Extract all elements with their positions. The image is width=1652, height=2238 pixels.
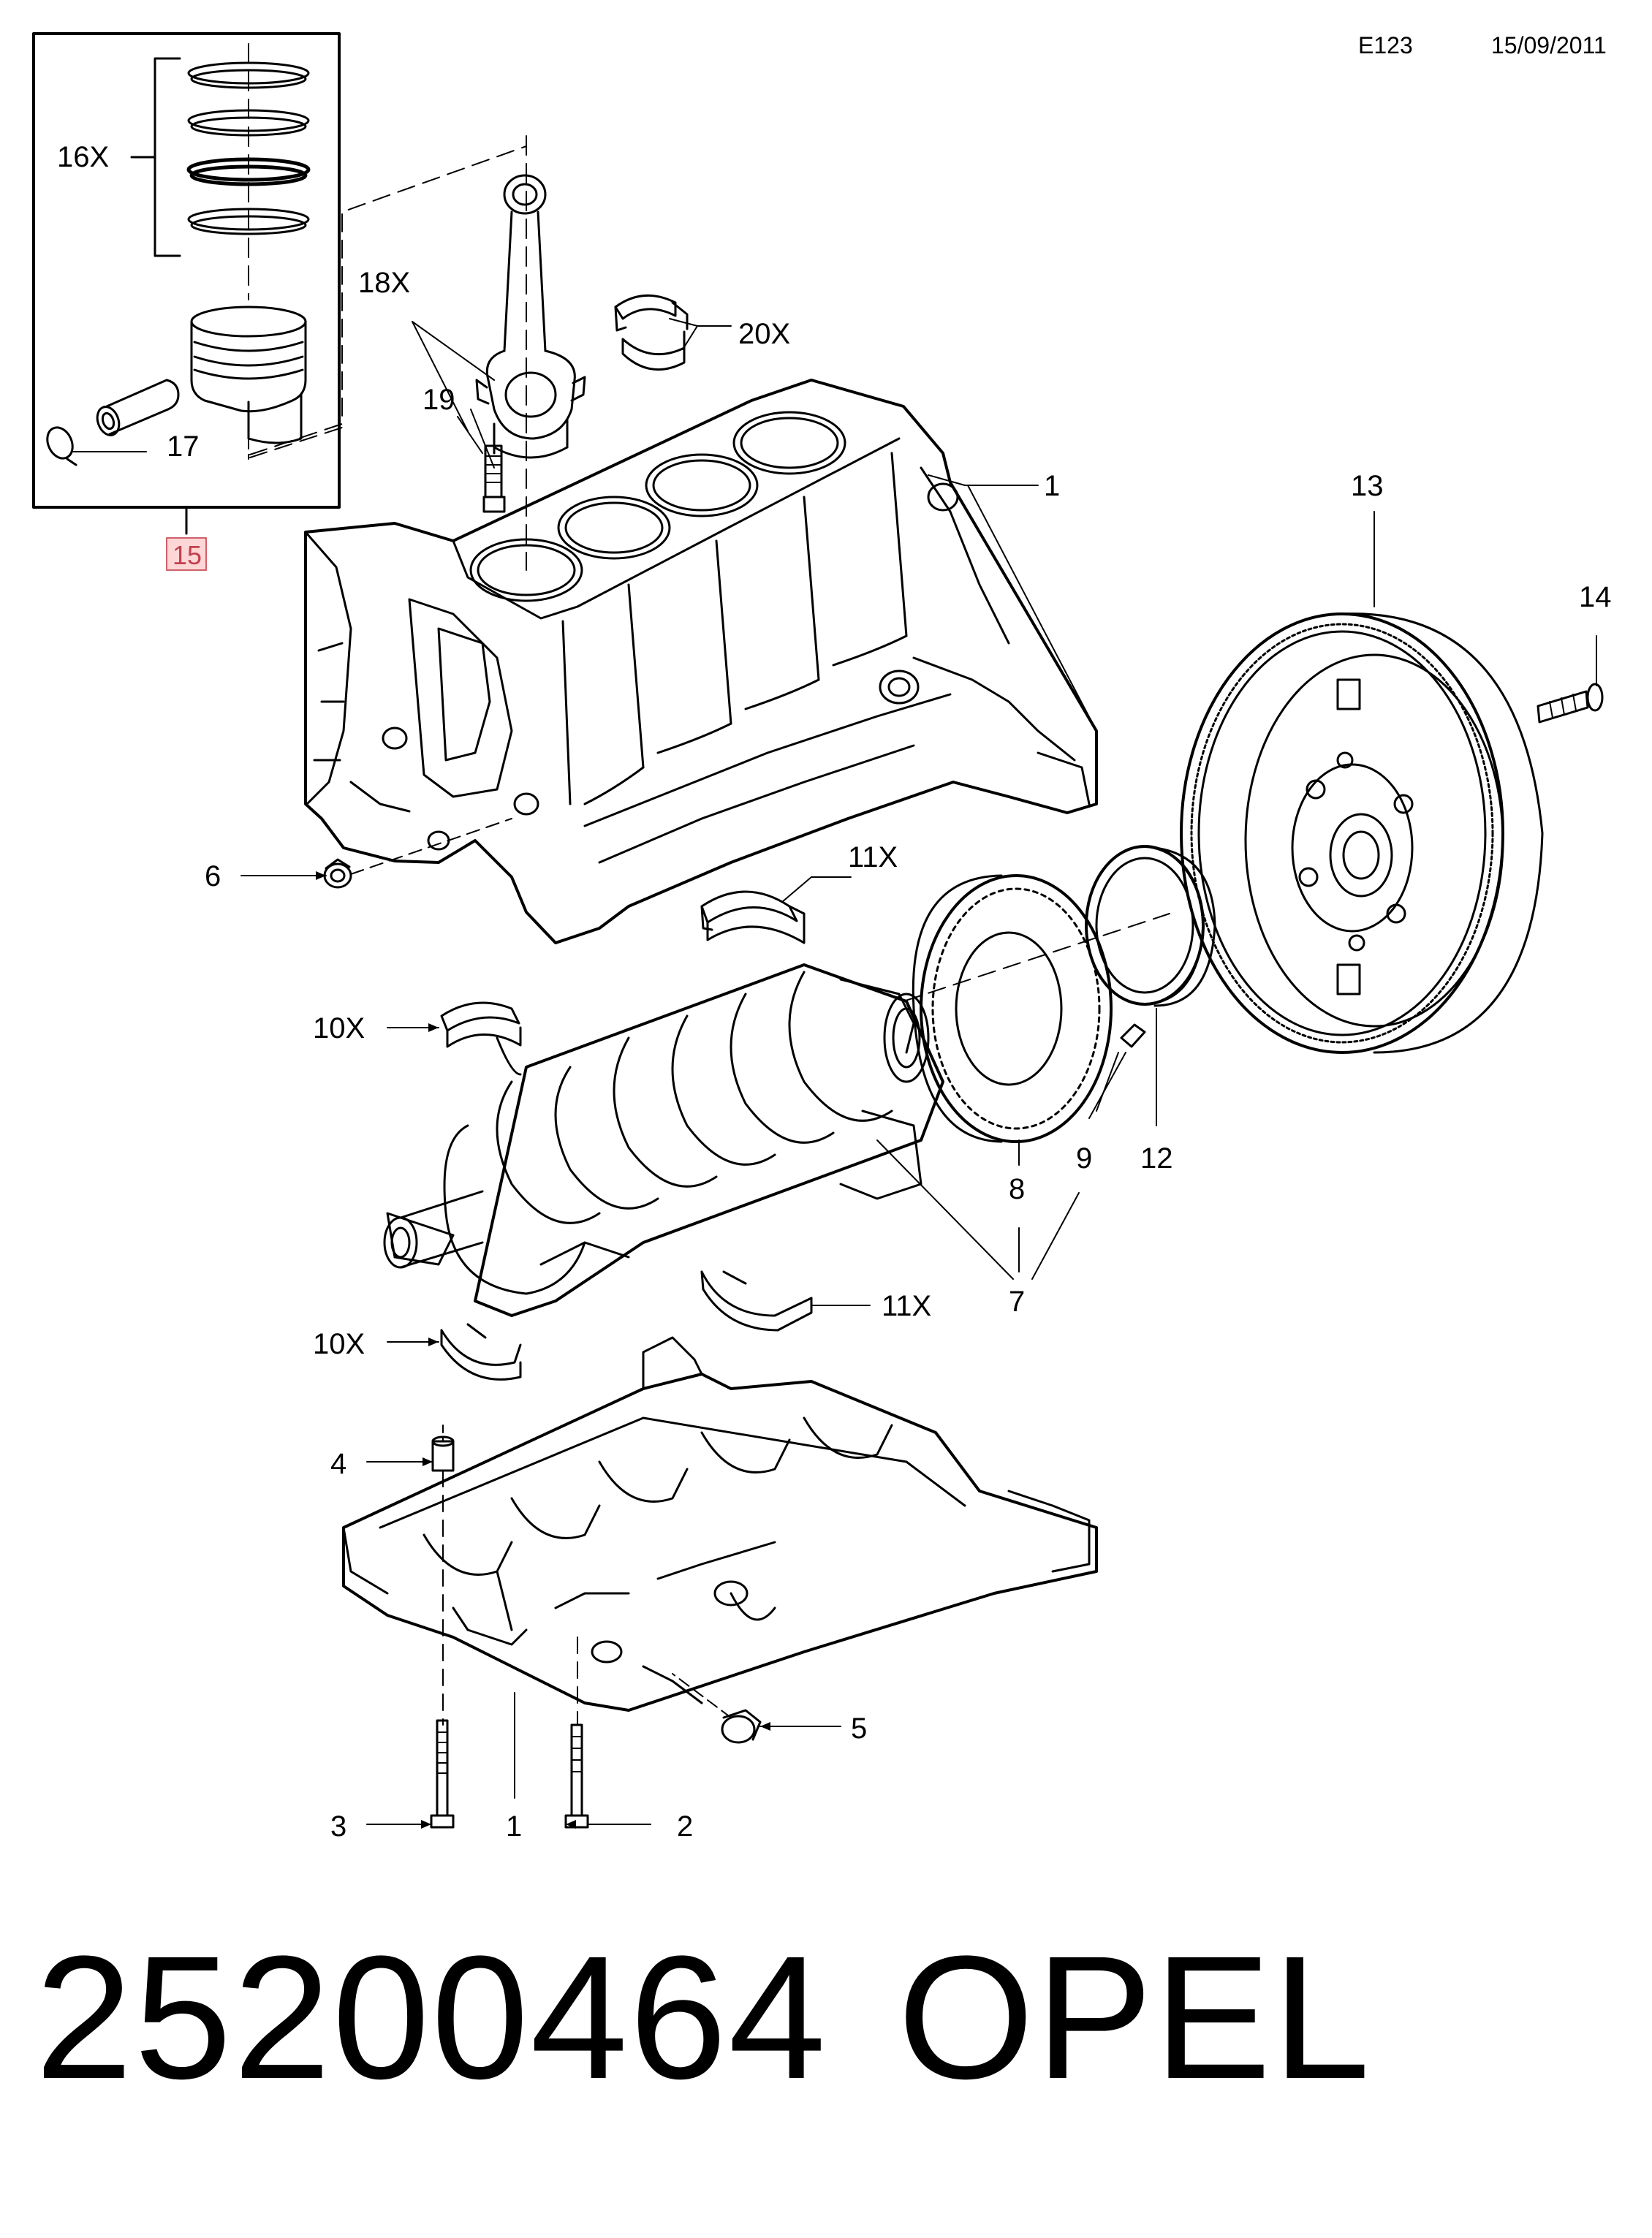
flywheel-bolt [1537,683,1604,724]
callout-17: 17 [167,430,200,463]
conrod-bolt [482,444,506,513]
piston-kit-group [32,32,527,535]
reluctor-ring [912,874,1113,1143]
bedplate-bolt-short [564,1723,589,1829]
callout-2: 2 [677,1810,693,1843]
callout-14: 14 [1579,581,1612,613]
bedplate-bolt-long [430,1719,455,1829]
callout-20x: 20X [738,318,790,350]
block-plug [323,858,352,889]
conrod-bearing-shells [614,294,689,371]
callout-1-block: 1 [1044,470,1060,502]
diagram-date: 15/09/2011 [1491,32,1607,58]
callout-11x-upper: 11X [848,841,898,873]
callout-9: 9 [1076,1142,1092,1175]
callout-16x: 16X [57,141,109,173]
main-bearing-shells [440,890,813,1381]
callout-19: 19 [423,384,455,416]
reluctor-bolt [1096,1023,1146,1112]
callout-labels: 16X 17 18X 19 20X 1 13 14 6 11X 10X 8 9 … [57,141,1612,1843]
dowel-sleeve [431,1425,455,1472]
callout-5: 5 [851,1712,867,1745]
oil-drain-plug [721,1709,762,1744]
callout-3: 3 [330,1810,346,1843]
callout-7: 7 [1009,1286,1025,1318]
piston-rings [186,61,311,235]
callout-13: 13 [1351,470,1384,502]
callout-12: 12 [1140,1142,1173,1175]
callout-6: 6 [205,860,221,892]
connecting-rod [475,135,586,571]
cylinder-bores [469,411,846,602]
rear-main-seal [1085,845,1216,1007]
callout-10x-upper: 10X [313,1012,365,1044]
snap-ring [46,426,147,466]
callout-10x-lower: 10X [313,1328,365,1360]
brand-name: OPEL [898,1919,1372,2115]
piston [190,306,307,460]
callout-15-highlight[interactable]: 15 [166,537,207,571]
callout-15: 15 [173,540,202,570]
callout-8: 8 [1009,1173,1025,1205]
diagram-code: E123 [1358,32,1413,58]
engine-block [304,379,1098,944]
piston-pin [96,379,180,436]
part-number: 25200464 [35,1919,827,2115]
callout-4: 4 [330,1448,346,1480]
flywheel [1180,612,1544,1054]
leader-arrowheads [316,871,770,1829]
callout-11x-lower: 11X [882,1290,931,1322]
callout-1-bedplate: 1 [506,1810,522,1843]
crankshaft [383,963,944,1317]
callout-18x: 18X [358,267,410,299]
bedplate [342,1336,1098,1712]
